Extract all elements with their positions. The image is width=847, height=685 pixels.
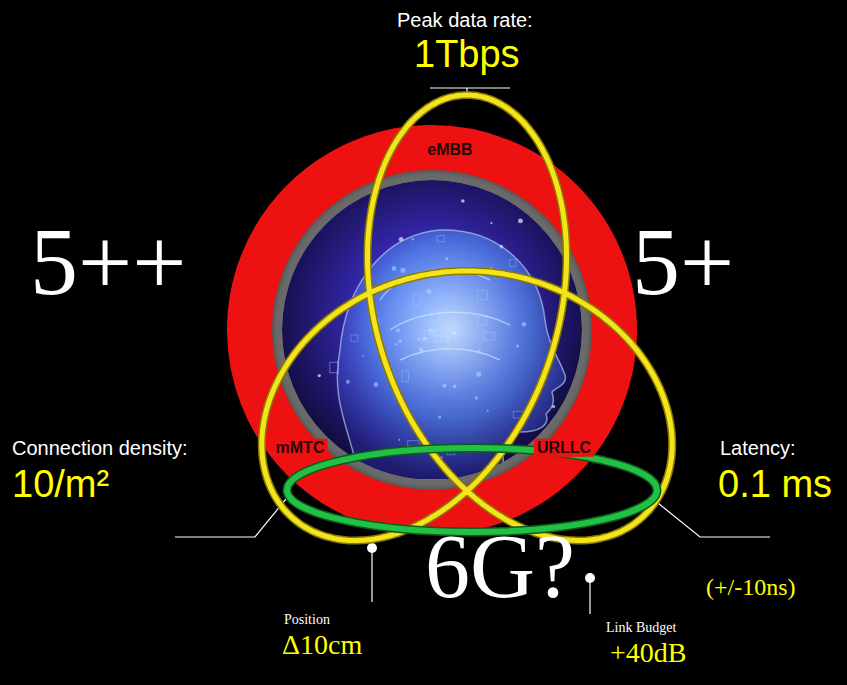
knot-line [262, 95, 672, 541]
brain-picture [282, 180, 582, 480]
ellipse-outline [287, 448, 657, 532]
pin-head [585, 573, 595, 583]
generation-label: 6G? [425, 522, 575, 612]
segment-label: eMBB [424, 141, 475, 159]
caption-label: Latency: [720, 438, 796, 458]
knot-outline [262, 95, 672, 541]
segment-label: URLLC [534, 439, 594, 457]
caption-label: Peak data rate: [397, 10, 533, 30]
leader-lines [175, 88, 770, 614]
caption-label: Link Budget [606, 621, 676, 635]
value-label: +40dB [610, 639, 686, 667]
leader-line [175, 499, 286, 537]
value-label: 10/m² [12, 465, 109, 503]
value-label: Δ10cm [282, 631, 362, 659]
pin-head [367, 543, 377, 553]
pin-line [371, 548, 372, 602]
segment-label: mMTC [273, 439, 328, 457]
value-label: 0.1 ms [718, 465, 832, 503]
ring-node: eMBB mMTC URLLC [227, 125, 637, 535]
caption-label: Connection density: [12, 438, 188, 458]
value-label: 1Tbps [414, 35, 520, 73]
green-ellipse [287, 448, 657, 532]
generation-label: 5++ [30, 214, 186, 310]
pin-line [589, 578, 590, 614]
generation-label: 5+ [632, 214, 734, 310]
value-label: (+/-10ns) [706, 575, 796, 599]
leader-line [653, 499, 770, 537]
caption-label: Position [284, 613, 330, 627]
red-ring [227, 125, 637, 535]
